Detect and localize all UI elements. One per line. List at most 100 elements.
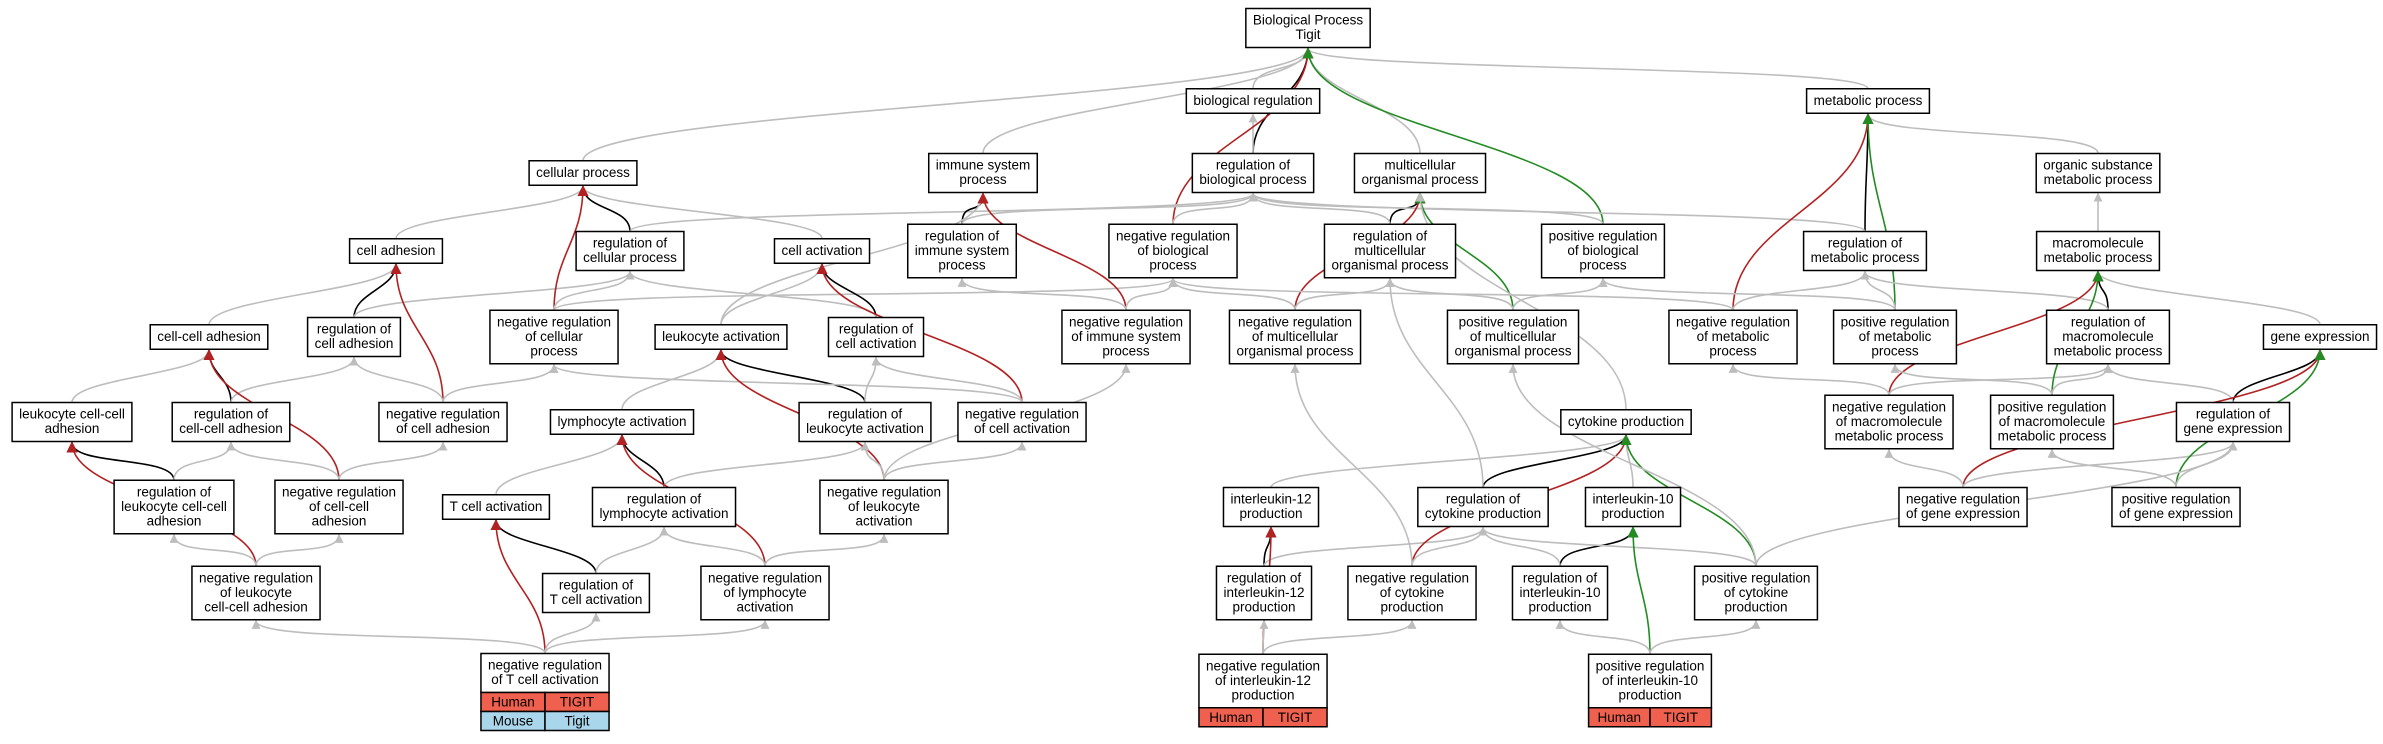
edge-path	[1303, 47, 1421, 154]
node-box	[1222, 486, 1320, 528]
node-label-line: interleukin-10	[1592, 492, 1673, 507]
edge-path	[1248, 192, 1391, 225]
node-box	[171, 401, 291, 443]
node-tcellact: T cell activation	[441, 494, 551, 520]
node-box	[1832, 309, 1958, 365]
node-regtcellact: regulation ofT cell activation	[541, 572, 651, 614]
edge-path	[71, 349, 214, 403]
edge-path	[1168, 277, 1296, 311]
node-label-line: adhesion	[45, 421, 100, 436]
edge-is-a	[1125, 277, 1178, 311]
node-box	[2175, 401, 2291, 443]
node-label-line: adhesion	[147, 513, 202, 528]
edge-path	[1962, 349, 2326, 488]
edge-is-a	[395, 185, 588, 240]
edge-path	[1508, 363, 1757, 567]
node-label-line: lymphocyte activation	[599, 506, 728, 521]
edge-path	[764, 533, 889, 567]
edge-is-a	[251, 619, 546, 654]
edge-path	[1598, 277, 1896, 311]
edge-path	[230, 356, 359, 403]
edge-is-a	[1294, 277, 1395, 311]
edge-path	[1728, 363, 1890, 396]
edge-is-a	[1168, 277, 1734, 311]
node-box	[1417, 486, 1549, 528]
node-box	[1198, 653, 1328, 709]
node-label-line: regulation of	[559, 578, 634, 593]
edge-is-a	[860, 441, 885, 481]
node-label-line: production	[1380, 599, 1443, 614]
node-label-line: regulation of	[194, 407, 269, 422]
edge-path	[1478, 526, 1561, 567]
edge-is-a	[883, 441, 1027, 481]
annotation-gene: TIGIT	[1278, 710, 1313, 725]
node-box	[348, 238, 444, 264]
node-box	[2035, 152, 2161, 194]
node-label-line: negative regulation	[488, 658, 602, 673]
edge-is-a	[1303, 47, 1869, 90]
edge-path	[395, 185, 588, 240]
node-label-line: of immune system	[1071, 329, 1181, 344]
edge-path	[864, 356, 881, 403]
node-box	[1245, 7, 1371, 49]
edge-is-a	[1303, 47, 1421, 154]
node-box	[591, 486, 737, 528]
node-label-line: cell-cell adhesion	[204, 599, 308, 614]
edge-path	[595, 526, 669, 574]
node-box	[957, 401, 1087, 443]
node-label-line: negative regulation	[708, 570, 822, 585]
node-label-line: leukocyte activation	[662, 329, 780, 344]
node-label-line: negative regulation	[1116, 228, 1230, 243]
node-label-line: organismal process	[1331, 257, 1448, 272]
node-label-line: of macromolecule	[1836, 414, 1943, 429]
node-label-line: negative regulation	[1355, 570, 1469, 585]
annotation-species: Mouse	[493, 714, 534, 729]
edge-is-a	[1728, 363, 1890, 396]
edge-regulates	[66, 441, 175, 481]
node-breg: biological regulation	[1185, 88, 1321, 114]
node-box	[1805, 88, 1931, 114]
edge-path	[860, 441, 885, 481]
edge-path	[582, 47, 1313, 161]
edge-path	[226, 441, 340, 481]
node-label-line: cell-cell adhesion	[157, 329, 261, 344]
node-label-line: of T cell activation	[491, 672, 599, 687]
node-label-line: positive regulation	[1596, 658, 1705, 673]
node-label-line: regulation of	[828, 407, 903, 422]
node-label-line: lymphocyte activation	[557, 414, 686, 429]
node-label-line: metabolic process	[1998, 428, 2107, 443]
node-box	[306, 316, 402, 358]
edge-path	[1962, 441, 2238, 488]
edge-regulates	[816, 263, 877, 318]
edge-is-a	[173, 441, 236, 481]
node-label-line: regulation of	[925, 228, 1000, 243]
node-label-line: of interleukin-12	[1215, 673, 1311, 688]
node-label-line: organismal process	[1454, 343, 1571, 358]
edge-path	[2093, 270, 2321, 326]
edge-is-a	[1888, 363, 2113, 396]
edge-is-a	[1478, 526, 1757, 567]
node-geneexp: gene expression	[2262, 324, 2378, 350]
edge-path	[349, 356, 444, 403]
edges-layer	[66, 47, 2326, 655]
node-label-line: process	[1871, 343, 1919, 358]
node-box	[1989, 394, 2115, 450]
edge-is-a	[544, 619, 770, 654]
annotation-cell	[1649, 707, 1713, 728]
node-label-line: macromolecule	[2052, 236, 2144, 251]
edge-path	[1248, 192, 1866, 233]
edge-negatively-regulates	[1962, 349, 2326, 488]
edge-is-a	[1890, 363, 2053, 396]
node-label-line: of gene expression	[2119, 506, 2233, 521]
node-label-line: positive regulation	[1841, 314, 1950, 329]
